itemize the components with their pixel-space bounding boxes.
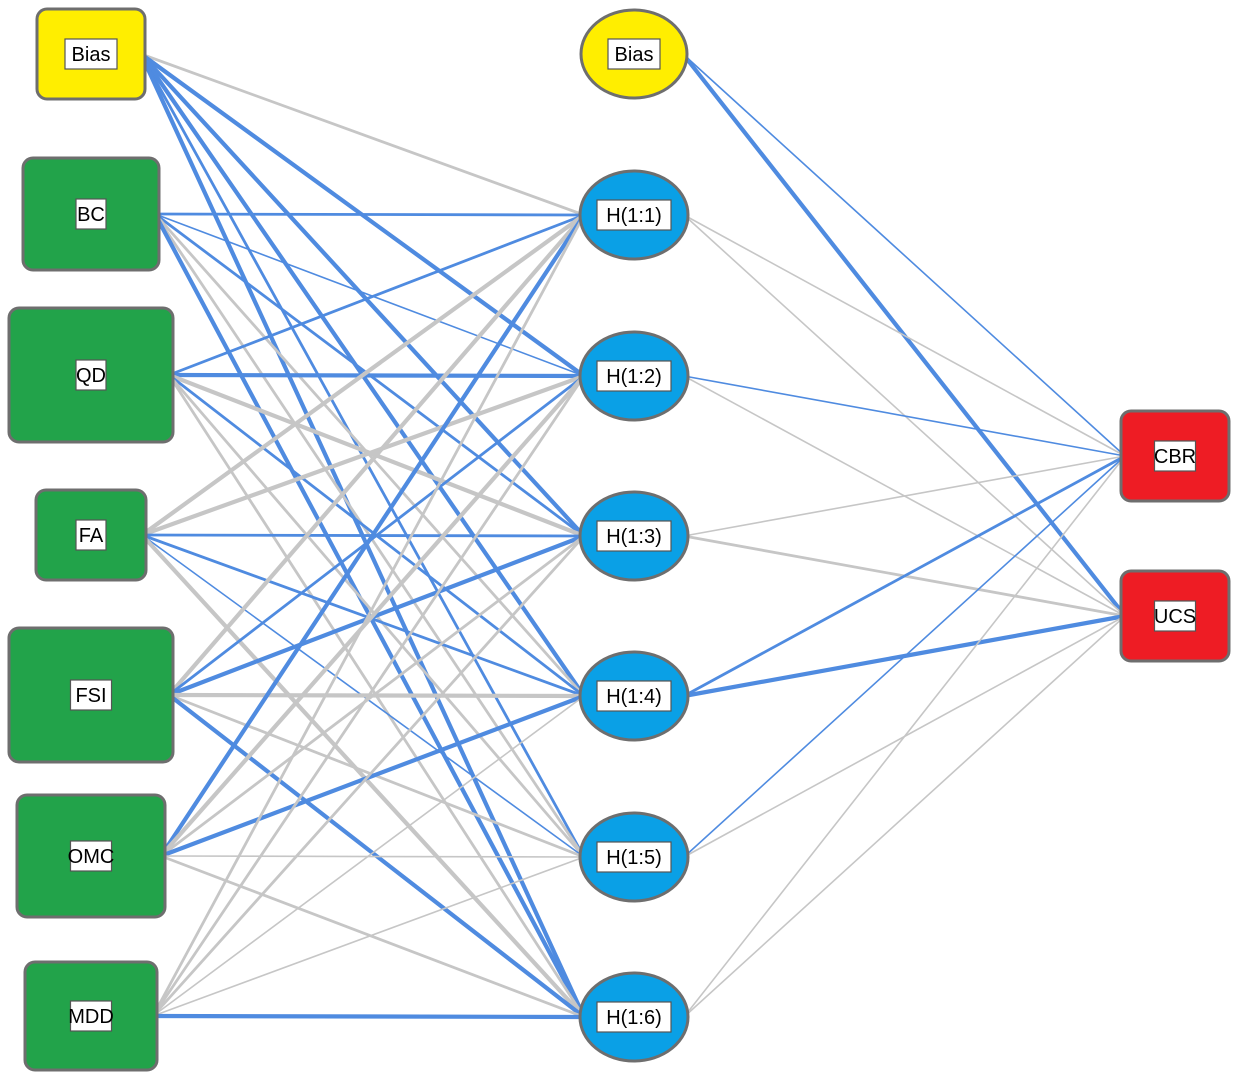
connection-h6-to-cbr — [683, 455, 1126, 1018]
connection-in-bias-to-h1 — [139, 52, 586, 217]
connection-fsi-to-h1 — [166, 212, 587, 698]
node-label-qd: QD — [76, 365, 106, 387]
connection-mdd-to-h3 — [151, 534, 586, 1018]
node-label-h5: H(1:5) — [606, 847, 662, 869]
node-label-omc: OMC — [68, 846, 115, 868]
connection-omc-to-h5 — [160, 855, 585, 858]
node-label-h2: H(1:2) — [606, 366, 662, 388]
node-h3: H(1:3) — [578, 490, 690, 582]
connection-h1-to-cbr — [683, 214, 1126, 457]
node-bc: BC — [21, 156, 161, 272]
node-label-h4: H(1:4) — [606, 686, 662, 708]
node-label-box-omc — [69, 840, 113, 872]
connection-h2-to-cbr — [683, 375, 1126, 457]
node-label-box-in-bias — [64, 38, 118, 70]
connection-mdd-to-h1 — [151, 213, 586, 1018]
node-label-h1: H(1:1) — [606, 205, 662, 227]
node-h1: H(1:1) — [578, 169, 690, 261]
node-label-in-bias: Bias — [72, 44, 111, 66]
node-omc: OMC — [15, 793, 167, 919]
connection-qd-to-h2 — [166, 372, 587, 379]
node-fsi: FSI — [7, 626, 175, 764]
connection-omc-to-h3 — [159, 534, 586, 858]
node-ucs: UCS — [1119, 569, 1231, 663]
connection-fa-to-h1 — [139, 212, 587, 538]
node-label-box-h-bias — [607, 38, 661, 70]
connection-qd-to-h1 — [167, 213, 586, 377]
node-label-box-bc — [75, 198, 107, 230]
connection-omc-to-h1 — [158, 212, 587, 859]
node-label-h3: H(1:3) — [606, 526, 662, 548]
connection-omc-to-h6 — [159, 854, 586, 1019]
connection-omc-to-h4 — [158, 693, 587, 859]
node-label-box-fsi — [69, 679, 113, 711]
node-label-box-cbr — [1153, 440, 1197, 472]
node-h4: H(1:4) — [578, 650, 690, 742]
node-h2: H(1:2) — [578, 330, 690, 422]
node-label-mdd: MDD — [68, 1006, 114, 1028]
node-label-fa: FA — [79, 525, 104, 547]
node-label-box-fa — [75, 519, 107, 551]
node-h6: H(1:6) — [578, 971, 690, 1063]
node-h-bias: Bias — [579, 8, 689, 100]
connection-mdd-to-h5 — [152, 856, 585, 1017]
connection-h3-to-cbr — [683, 455, 1126, 537]
node-label-box-h4 — [596, 680, 672, 712]
node-mdd: MDD — [23, 960, 159, 1072]
connection-mdd-to-h4 — [152, 695, 585, 1017]
connection-bc-to-h1 — [153, 212, 586, 217]
node-cbr: CBR — [1119, 409, 1231, 503]
node-label-h6: H(1:6) — [606, 1007, 662, 1029]
node-label-box-qd — [75, 359, 107, 391]
connection-fsi-to-h3 — [166, 533, 587, 698]
connection-mdd-to-h2 — [151, 374, 586, 1018]
connection-fa-to-h4 — [140, 533, 586, 698]
connection-fa-to-h3 — [140, 533, 586, 538]
connection-fa-to-h6 — [139, 532, 587, 1020]
connection-omc-to-h2 — [158, 373, 587, 859]
connection-fsi-to-h4 — [166, 692, 587, 699]
connection-layer — [138, 51, 1128, 1020]
node-h5: H(1:5) — [578, 811, 690, 903]
connection-mdd-to-h6 — [150, 1013, 587, 1020]
connection-fa-to-h2 — [139, 373, 587, 538]
connection-h-bias-to-cbr — [682, 53, 1126, 457]
connection-bc-to-h2 — [154, 213, 585, 377]
node-label-box-h1 — [596, 199, 672, 231]
node-in-bias: Bias — [35, 7, 147, 101]
node-label-box-h2 — [596, 360, 672, 392]
connection-fsi-to-h2 — [167, 374, 586, 697]
node-label-bc: BC — [77, 204, 105, 226]
node-qd: QD — [7, 306, 175, 444]
node-label-fsi: FSI — [75, 685, 106, 707]
node-label-box-h3 — [596, 520, 672, 552]
node-label-ucs: UCS — [1154, 606, 1196, 628]
connection-h4-to-cbr — [682, 454, 1127, 698]
node-label-box-mdd — [69, 1000, 113, 1032]
node-label-box-ucs — [1153, 600, 1197, 632]
node-label-cbr: CBR — [1154, 446, 1196, 468]
node-label-box-h6 — [596, 1001, 672, 1033]
node-label-h-bias: Bias — [615, 44, 654, 66]
connection-h5-to-cbr — [683, 455, 1126, 858]
node-fa: FA — [34, 488, 148, 582]
connection-in-bias-to-h3 — [138, 51, 587, 539]
connection-h6-to-ucs — [683, 615, 1126, 1018]
node-label-box-h5 — [596, 841, 672, 873]
